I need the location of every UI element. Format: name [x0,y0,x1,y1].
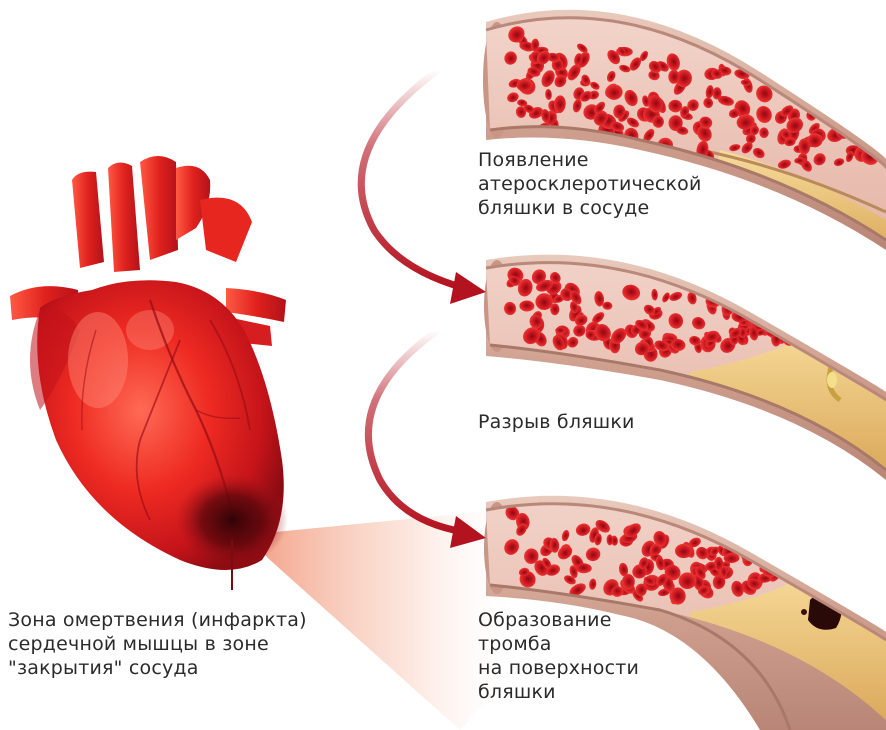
red-blood-cell [808,564,820,573]
stage-3-caption: Образование тромба на поверхности бляшки [478,608,639,704]
stage-1-caption-line: атеросклеротической [478,172,702,196]
stage-2-caption: Разрыв бляшки [478,410,635,434]
red-blood-cell [796,306,815,325]
red-blood-cell [779,548,796,560]
red-blood-cell [836,559,849,572]
stage-3-caption-line: Образование [478,608,639,632]
red-blood-cell [837,557,857,575]
red-blood-cell [775,313,791,327]
red-blood-cell [862,97,875,109]
red-blood-cell [833,558,848,575]
arrow-stage1-to-stage2 [361,70,486,304]
red-blood-cell [823,315,846,338]
heart-caption-line: "закрытия" сосуда [8,656,307,680]
red-blood-cell [787,551,797,563]
red-blood-cell [854,95,872,116]
red-blood-cell [810,314,828,334]
red-blood-cell [819,555,838,573]
stage-1-caption: Появление атеросклеротической бляшки в с… [478,148,702,220]
red-blood-cell [833,564,843,579]
red-blood-cell [791,319,813,340]
red-blood-cell [826,321,839,337]
red-blood-cell [847,317,858,330]
red-blood-cell [835,561,847,571]
heart-caption: Зона омертвения (инфаркта) сердечной мыш… [8,608,307,680]
stage-1-caption-line: бляшки в сосуде [478,196,702,220]
red-blood-cell [809,325,821,335]
red-blood-cell [827,312,841,324]
red-blood-cell [796,553,815,571]
red-blood-cell [838,96,857,113]
red-blood-cell [852,318,864,328]
red-blood-cell [807,317,825,334]
red-blood-cell [835,557,850,568]
red-blood-cell [828,561,849,581]
red-blood-cell [806,549,825,569]
red-blood-cell [796,562,812,581]
heart-caption-line: Зона омертвения (инфаркта) [8,608,307,632]
stage-3-caption-line: бляшки [478,680,639,704]
red-blood-cell [794,556,810,567]
red-blood-cell [858,117,876,132]
stage-2-caption-line: Разрыв бляшки [478,410,635,434]
stage-1-caption-line: Появление [478,148,702,172]
red-blood-cell [768,546,784,560]
red-blood-cell [847,558,867,575]
red-blood-cell [813,307,834,328]
red-blood-cell [796,558,809,569]
red-blood-cell [829,95,843,108]
stage-3-caption-line: тромба [478,632,639,656]
red-blood-cell [844,562,861,576]
red-blood-cell [808,309,825,325]
red-blood-cell [806,321,815,332]
red-blood-cell [813,308,832,329]
red-blood-cell [793,314,809,332]
red-blood-cell [799,552,812,566]
red-blood-cell [840,318,852,328]
red-blood-cell [788,325,799,332]
stage-3-caption-line: на поверхности [478,656,639,680]
red-blood-cell [793,323,810,340]
vessel-stage-1 [480,0,886,260]
red-blood-cell [792,558,809,578]
red-blood-cell [797,327,811,343]
red-blood-cell [773,315,783,327]
red-blood-cell [816,553,836,571]
red-blood-cell [805,566,818,578]
red-blood-cell [826,567,840,580]
red-blood-cell [622,574,635,590]
red-blood-cell [793,316,814,338]
red-blood-cell [797,553,812,567]
heart-illustration [10,156,288,590]
red-blood-cell [847,115,867,134]
red-blood-cell [802,310,820,324]
red-blood-cell [862,100,878,114]
red-blood-cell [814,562,829,573]
vessel-stage-2 [480,230,886,480]
red-blood-cell [830,98,846,109]
heart-caption-line: сердечной мышцы в зоне [8,632,307,656]
red-blood-cell [765,305,782,321]
red-blood-cell [827,316,840,332]
red-blood-cell [847,107,861,123]
red-blood-cell [800,328,812,342]
